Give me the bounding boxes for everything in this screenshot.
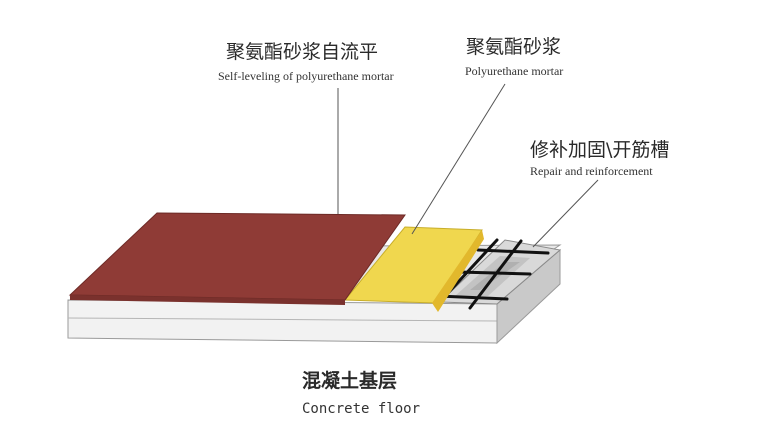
label-repair-en: Repair and reinforcement — [530, 164, 653, 178]
label-mortar-en: Polyurethane mortar — [465, 64, 563, 78]
reinforcement-groove — [434, 238, 562, 310]
label-self-leveling-en: Self-leveling of polyurethane mortar — [218, 69, 394, 83]
label-mortar-zh: 聚氨酯砂浆 — [466, 36, 561, 58]
leader-repair — [532, 179, 599, 248]
polyurethane-mortar-layer — [343, 226, 484, 312]
label-repair-zh: 修补加固\开筋槽 — [530, 139, 669, 161]
label-base-zh: 混凝土基层 — [302, 369, 397, 392]
self-leveling-layer — [68, 212, 406, 305]
label-base-en: Concrete floor — [302, 401, 420, 417]
leader-lines — [337, 83, 599, 248]
leader-mortar — [411, 83, 506, 235]
label-self-leveling-zh: 聚氨酯砂浆自流平 — [226, 41, 378, 63]
